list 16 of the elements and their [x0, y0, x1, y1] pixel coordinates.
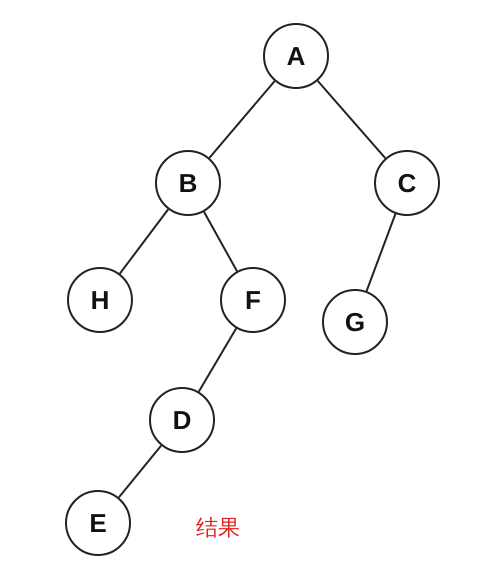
tree-edge [203, 211, 238, 272]
node-letter: G [344, 306, 366, 338]
node-letter: H [90, 284, 110, 316]
node-letter: A [286, 40, 306, 72]
node-letter: F [245, 284, 261, 316]
node-letter: C [398, 168, 416, 198]
node-letter: E [89, 508, 107, 538]
tree-edge [316, 80, 386, 159]
tree-edge [366, 214, 396, 292]
tree-edge [119, 208, 169, 274]
tree-edge [118, 444, 162, 498]
tree-edge [198, 328, 238, 392]
node-letter: B [178, 168, 198, 198]
tree-edge [208, 80, 276, 158]
node-letter: D [172, 404, 192, 436]
result-label: 结果 [196, 515, 240, 543]
